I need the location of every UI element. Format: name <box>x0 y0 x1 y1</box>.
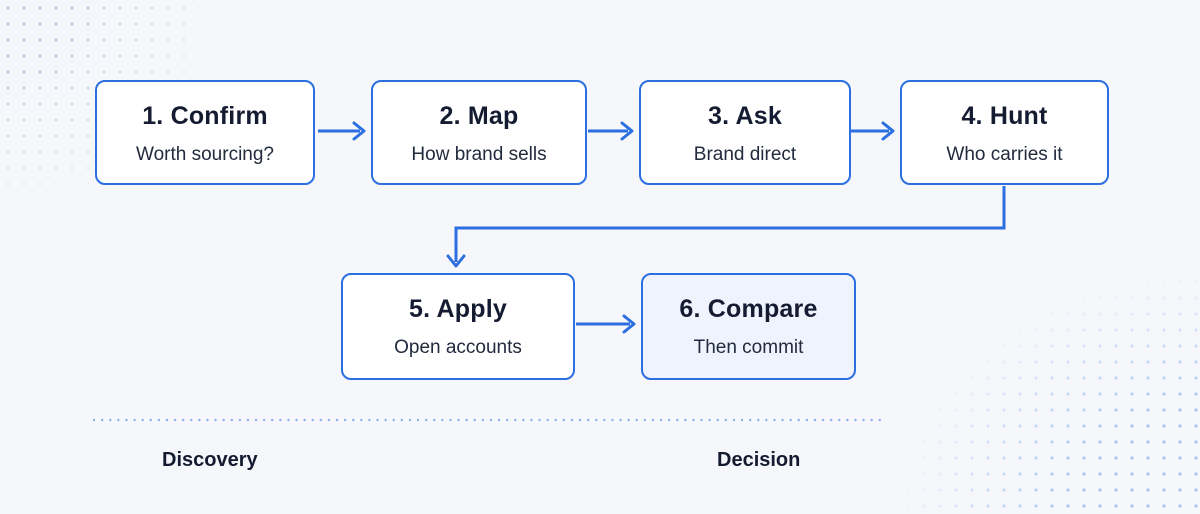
arrow-4-to-5 <box>454 186 1006 262</box>
step-title: 2. Map <box>439 102 519 130</box>
step-hunt[interactable]: 4. Hunt Who carries it <box>900 80 1109 185</box>
step-subtitle: How brand sells <box>411 144 547 165</box>
step-title: 4. Hunt <box>961 102 1048 130</box>
arrow-head-2-to-3 <box>620 121 634 141</box>
step-confirm[interactable]: 1. Confirm Worth sourcing? <box>95 80 315 185</box>
step-title: 3. Ask <box>708 102 782 130</box>
arrow-head-5-to-6 <box>622 314 636 334</box>
step-subtitle: Who carries it <box>946 144 1063 165</box>
step-compare[interactable]: 6. Compare Then commit <box>641 273 856 380</box>
arrow-head-3-to-4 <box>881 121 895 141</box>
arrow-head-1-to-2 <box>352 121 366 141</box>
step-subtitle: Open accounts <box>394 337 522 358</box>
phase-label-decision: Decision <box>717 449 801 471</box>
step-subtitle: Worth sourcing? <box>136 144 274 165</box>
step-subtitle: Then commit <box>693 337 804 358</box>
step-subtitle: Brand direct <box>693 144 797 165</box>
step-apply[interactable]: 5. Apply Open accounts <box>341 273 575 380</box>
arrow-head-4-to-5 <box>446 254 466 268</box>
step-ask[interactable]: 3. Ask Brand direct <box>639 80 851 185</box>
phase-label-discovery: Discovery <box>162 449 258 471</box>
step-title: 1. Confirm <box>142 102 268 130</box>
step-title: 6. Compare <box>679 295 818 323</box>
step-map[interactable]: 2. Map How brand sells <box>371 80 587 185</box>
step-title: 5. Apply <box>409 295 507 323</box>
